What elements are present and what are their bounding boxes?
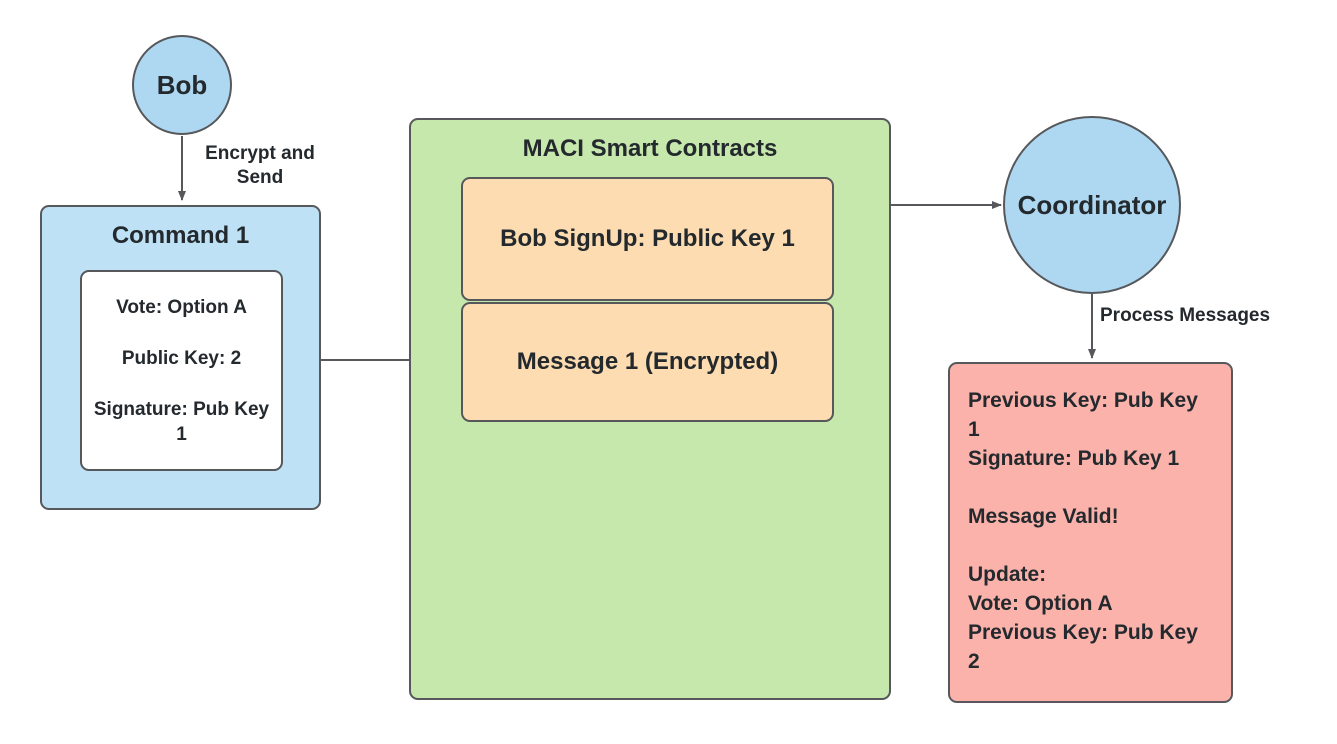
maci-item-label: Message 1 (Encrypted)	[516, 348, 779, 375]
maci-item-label: Bob SignUp: Public Key 1	[500, 225, 795, 252]
node-bob[interactable]: Bob	[132, 35, 232, 135]
edge-label-process-messages: Process Messages	[1100, 305, 1271, 326]
result-text: Previous Key: Pub Key 1 Signature: Pub K…	[968, 389, 1198, 673]
maci-item-message-1[interactable]: Message 1 (Encrypted)	[461, 302, 834, 422]
node-command-1[interactable]: Command 1 Vote: Option A Public Key: 2 S…	[40, 205, 321, 510]
node-maci-smart-contracts[interactable]: MACI Smart Contracts Bob SignUp: Public …	[409, 118, 891, 700]
node-coordinator-label: Coordinator	[1017, 189, 1167, 220]
command-1-details: Vote: Option A Public Key: 2 Signature: …	[80, 270, 283, 471]
node-coordinator[interactable]: Coordinator	[1003, 116, 1181, 294]
node-message-validation-result[interactable]: Previous Key: Pub Key 1 Signature: Pub K…	[948, 362, 1233, 703]
node-bob-label: Bob	[156, 69, 208, 100]
maci-title: MACI Smart Contracts	[522, 135, 778, 162]
maci-item-bob-signup[interactable]: Bob SignUp: Public Key 1	[461, 177, 834, 301]
command-1-public-key: Public Key: 2	[121, 347, 242, 369]
command-1-signature: Signature: Pub Key 1	[93, 398, 270, 445]
command-1-vote: Vote: Option A	[116, 296, 247, 318]
edge-label-encrypt-and-send: Encrypt and Send	[205, 143, 315, 188]
command-1-title: Command 1	[111, 222, 250, 249]
